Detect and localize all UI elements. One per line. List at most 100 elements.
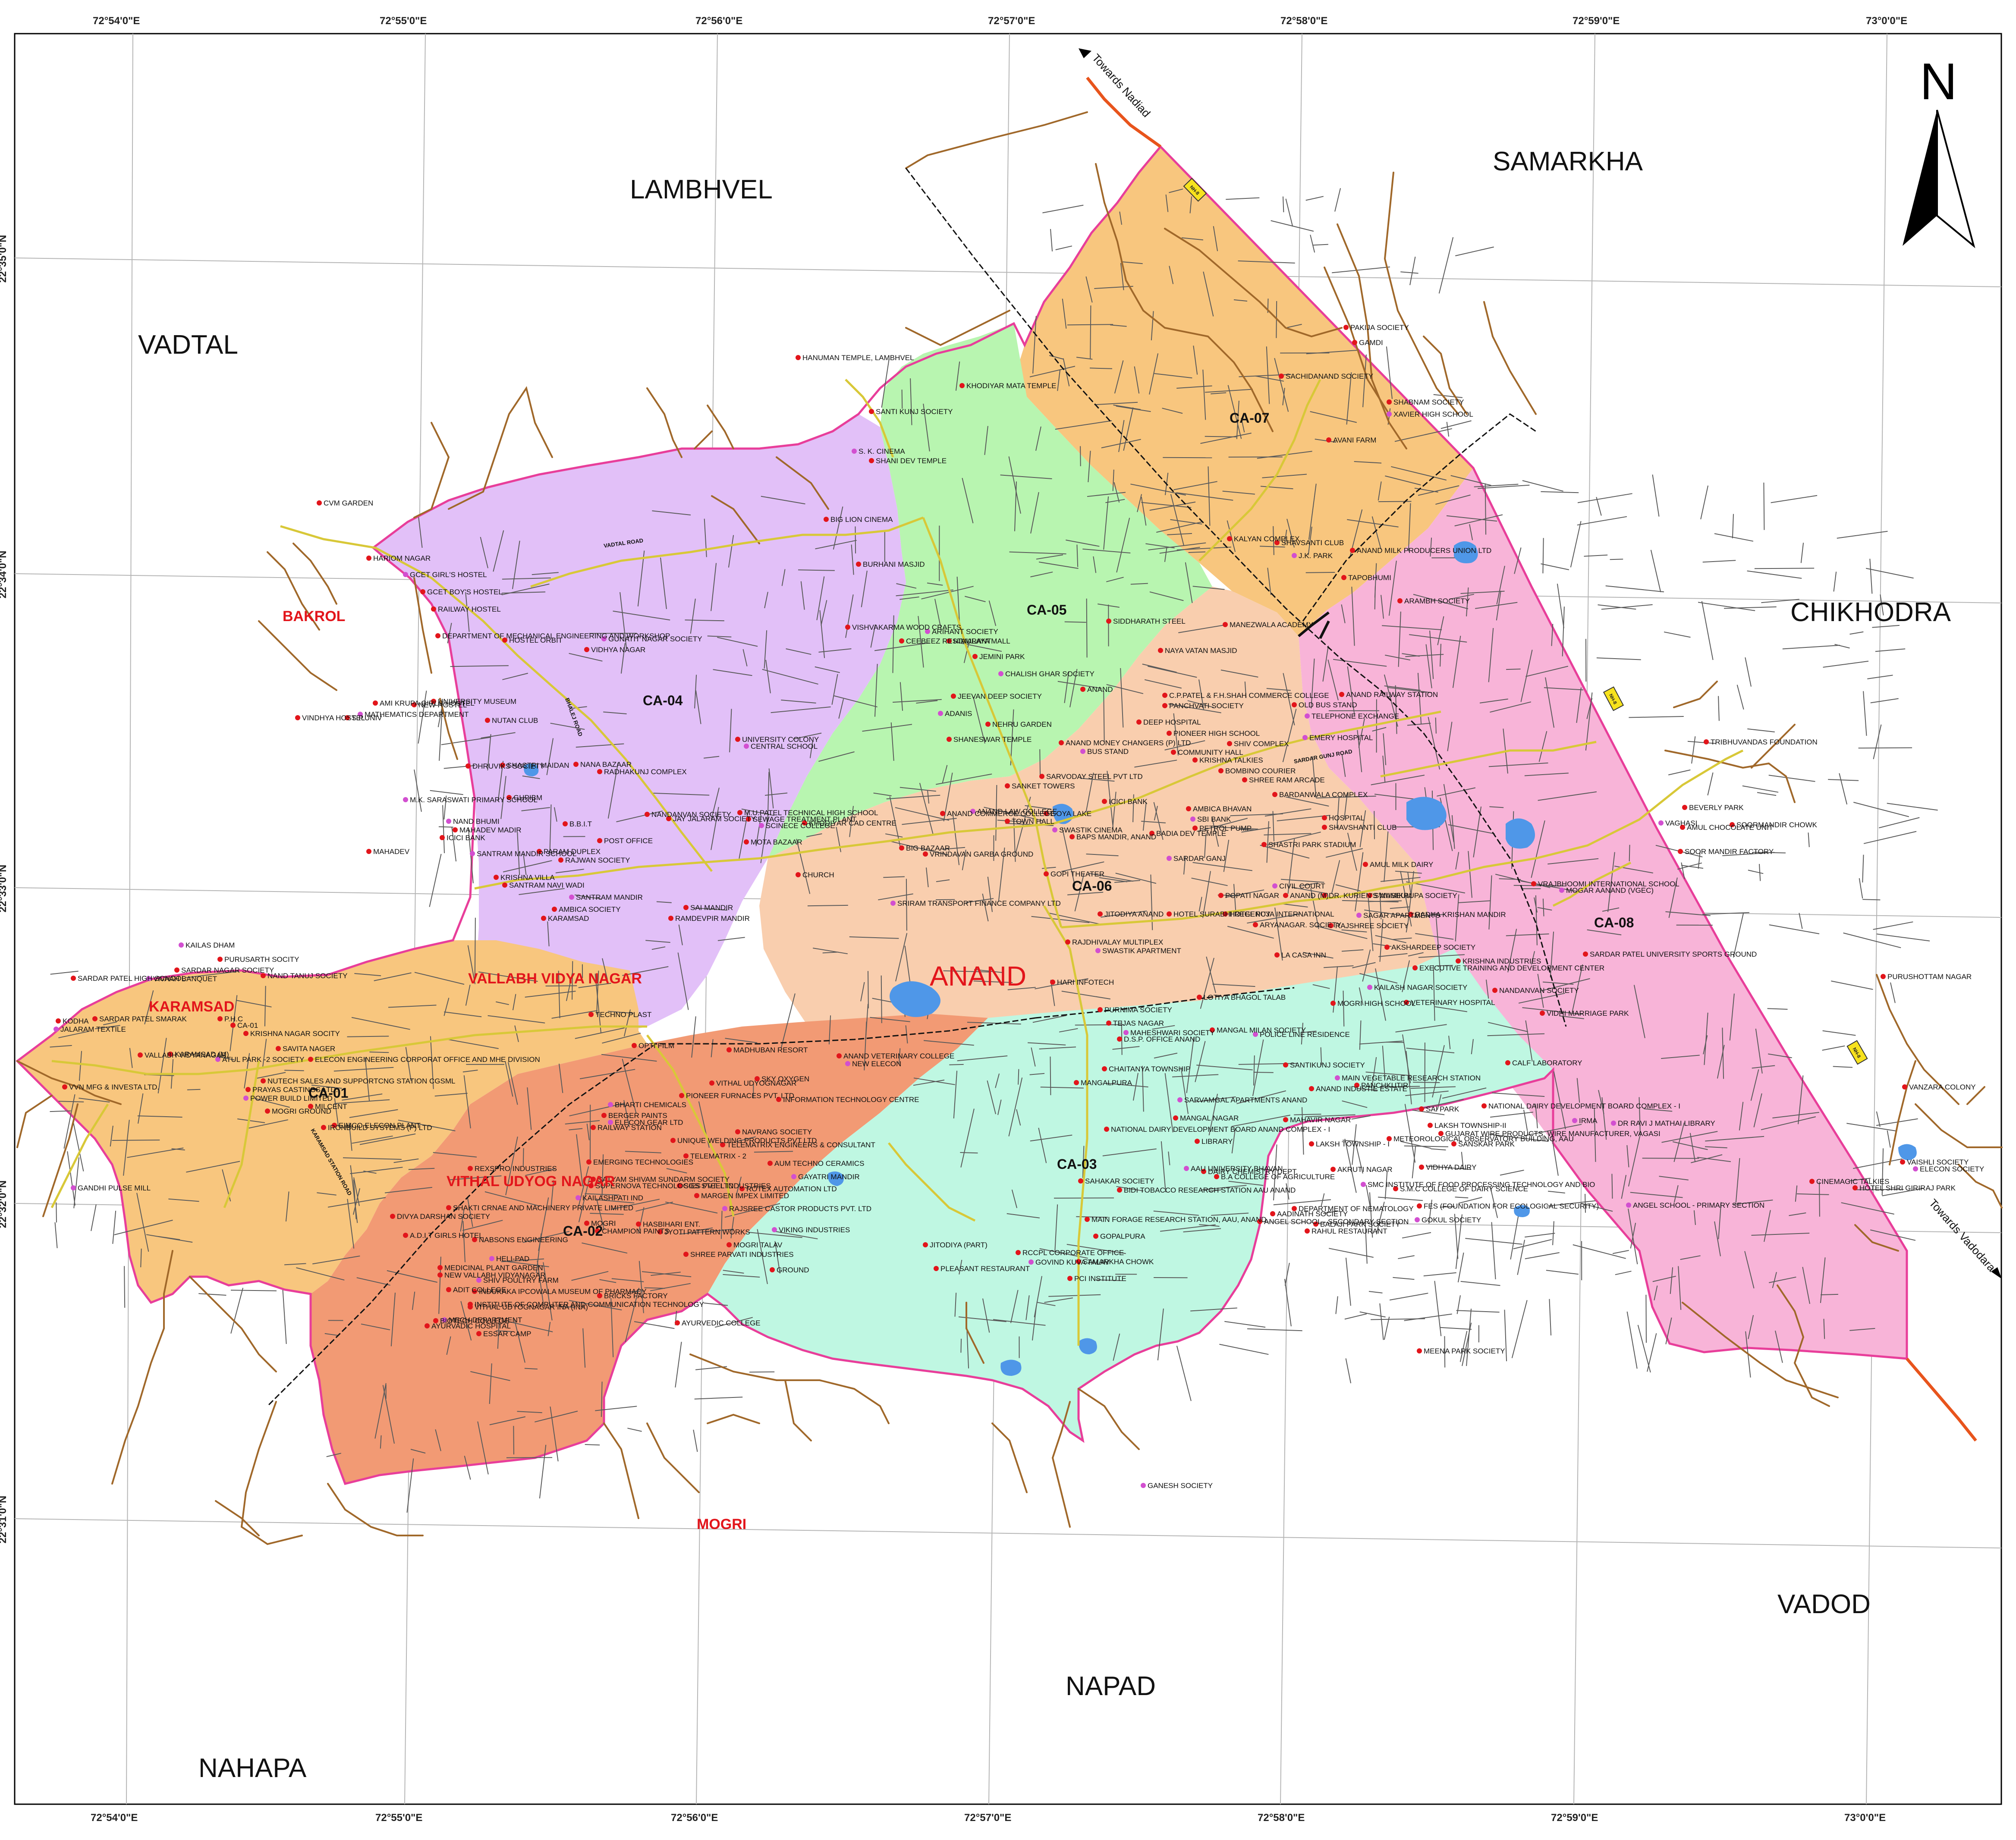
landmark-label: AYURVADIC HOSPITAL [431, 1322, 511, 1330]
landmark-dot [1279, 374, 1284, 379]
landmark-dot [1117, 1187, 1122, 1193]
zone-ca-05[interactable] [768, 323, 1212, 858]
landmark-label: DIVYA DARSHAN SOCIETY [397, 1212, 490, 1221]
landmark-label: MOGRI [591, 1219, 616, 1228]
landmark-label: TEJAS NAGAR [1113, 1019, 1164, 1027]
landmark-label: NUTECH SALES AND SUPPORTCNG STATION CGSM… [267, 1077, 455, 1085]
landmark-dot [1852, 1185, 1858, 1190]
landmark-label: ADANIS [945, 710, 972, 718]
landmark-dot [735, 1129, 740, 1134]
landmark-dot [1171, 750, 1176, 755]
landmark-dot [1227, 536, 1232, 541]
landmark-dot [584, 1221, 589, 1226]
landmark-dot [1136, 719, 1142, 725]
landmark-dot [1343, 325, 1349, 330]
landmark-label: VIDHYA NAGAR [591, 646, 645, 654]
landmark-label: MILCENT [315, 1102, 347, 1111]
landmark-dot [1302, 735, 1308, 740]
landmark-label: FES (FOUNDATION FOR ECOLOGICAL SECURITY) [1424, 1202, 1599, 1210]
landmark-dot [1412, 965, 1418, 970]
landmark-dot [537, 849, 542, 854]
landmark-dot [1415, 1217, 1420, 1222]
landmark-dot [601, 1113, 607, 1118]
landmark-dot [869, 458, 874, 463]
landmark-dot [1274, 540, 1280, 545]
zone-ca-07[interactable] [1014, 147, 1473, 636]
landmark-label: SANTI KUNJ SOCIETY [876, 408, 953, 416]
landmark-dot [472, 1237, 477, 1242]
landmark-label: MOGRI HIGH SCHOOL [1337, 999, 1415, 1008]
landmark-dot [1658, 820, 1664, 826]
landmark-label: AMBICA BHAVAN [1193, 805, 1252, 813]
landmark-dot [923, 1242, 928, 1247]
nh-8-badge-south: NH-8 [1846, 1040, 1868, 1065]
landmark-dot [709, 1080, 714, 1086]
landmark-dot [951, 694, 956, 699]
landmark-dot [1531, 881, 1536, 886]
landmark-dot [1352, 340, 1357, 345]
landmark-label: MAIN FORAGE RESEARCH STATION, AAU, ANAND [1091, 1215, 1267, 1224]
landmark-dot [1438, 1131, 1444, 1136]
landmark-dot [1322, 815, 1327, 820]
landmark-label: B.A COLLEGE OF AGRICULTURE [1221, 1173, 1335, 1181]
north-arrow: N [1903, 53, 1975, 248]
landmark-label: NEW VALLABH VIDYANAGAR [444, 1271, 546, 1279]
landmark-dot [1162, 703, 1167, 708]
landmark-dot [1186, 806, 1191, 811]
landmark-label: SAGAR APARTMENTS [1363, 911, 1440, 920]
landmark-dot [636, 1221, 641, 1227]
landmark-label: SANTRAM MANDIR [576, 893, 643, 901]
landmark-label: SHAKTI CRNAE AND MACHINERY PRIVATE LIMIT… [453, 1204, 633, 1212]
landmark-label: MOTA BAZAAR [751, 838, 802, 846]
landmark-dot [308, 1057, 313, 1062]
landmark-label: ARAMBH SOCIETY [1404, 597, 1470, 605]
zone-ca-06[interactable] [759, 587, 1454, 1096]
landmark-label: ELECON SOCIETY [1920, 1165, 1984, 1173]
landmark-label: DR. KURIEN'S MUSEUM [1329, 892, 1412, 900]
landmark-dot [558, 857, 563, 863]
landmark-label: AMUL MILK DAIRY [1370, 860, 1433, 869]
landmark-label: KAILASH NAGAR SOCIETY [1374, 983, 1467, 992]
landmark-dot [1223, 911, 1228, 917]
landmark-label: CVM GARDEN [324, 499, 373, 507]
zone-ca-02[interactable] [311, 1014, 988, 1484]
landmark-dot [1214, 1174, 1219, 1179]
zone-ca-04[interactable] [373, 414, 906, 1048]
landmark-label: HOTEL SURABHI REGENCY [1173, 910, 1271, 918]
landmark-label: SAVITA NAGER [283, 1045, 335, 1053]
landmark-label: C.P.PATEL & F.H.SHAH COMMERCE COLLEGE [1169, 691, 1329, 700]
landmark-dot [1559, 888, 1564, 893]
landmark-label: INFORMATION TECHNOLOGY CENTRE [783, 1096, 919, 1104]
landmark-label: BALAJI PARK SOCIETY [1320, 1220, 1400, 1228]
landmark-dot [1052, 827, 1057, 832]
landmark-label: ELECON ENGINEERING CORPORAT OFFICE AND M… [315, 1055, 540, 1064]
zone-label-ca-04: CA-04 [643, 693, 683, 708]
zone-ca-03[interactable] [708, 949, 1553, 1441]
landmark-label: AUM TECHNO CERAMICS [774, 1159, 864, 1168]
landmark-dot [1572, 1118, 1577, 1123]
landmark-label: SRIRAM TRANSPORT FINANCE COMPANY LTD [897, 899, 1061, 907]
landmark-dot [1069, 834, 1075, 839]
landmark-dot [569, 895, 574, 900]
landmark-label: PURUSARTH SOCITY [224, 955, 299, 964]
zone-ca-01[interactable] [17, 940, 647, 1303]
landmark-label: M.K. SARASWATI PRIMARY SCHOOL [410, 796, 538, 804]
landmark-dot [500, 763, 505, 768]
landmark-label: ARYANAGAR. SOCIETY [1260, 921, 1341, 929]
landmark-dot [541, 916, 546, 921]
landmark-label: MAHESHWARI SOCIETY [1130, 1029, 1215, 1037]
zone-ca-08[interactable] [1299, 468, 1907, 1359]
landmark-dot [1093, 1234, 1098, 1239]
landmark-dot [1505, 1060, 1510, 1065]
landmark-dot [947, 737, 952, 742]
landmark-label: VITHAL UDYOGNAGAR INA (INA) [475, 1303, 588, 1311]
landmark-label: VITHAL UDYOGNAGAR [716, 1079, 796, 1087]
landmark-dot [1253, 1032, 1258, 1037]
landmark-label: DR RAVI J MATHAI LIBRARY [1618, 1119, 1715, 1127]
landmark-dot [62, 1084, 67, 1090]
landmark-dot [720, 1142, 725, 1147]
landmark-dot [373, 700, 378, 706]
landmark-label: NANDANVAN SOCIETY [1499, 986, 1579, 995]
landmark-label: NANDANVAN SOCIETY [651, 810, 731, 819]
landmark-dot [1028, 1259, 1034, 1265]
